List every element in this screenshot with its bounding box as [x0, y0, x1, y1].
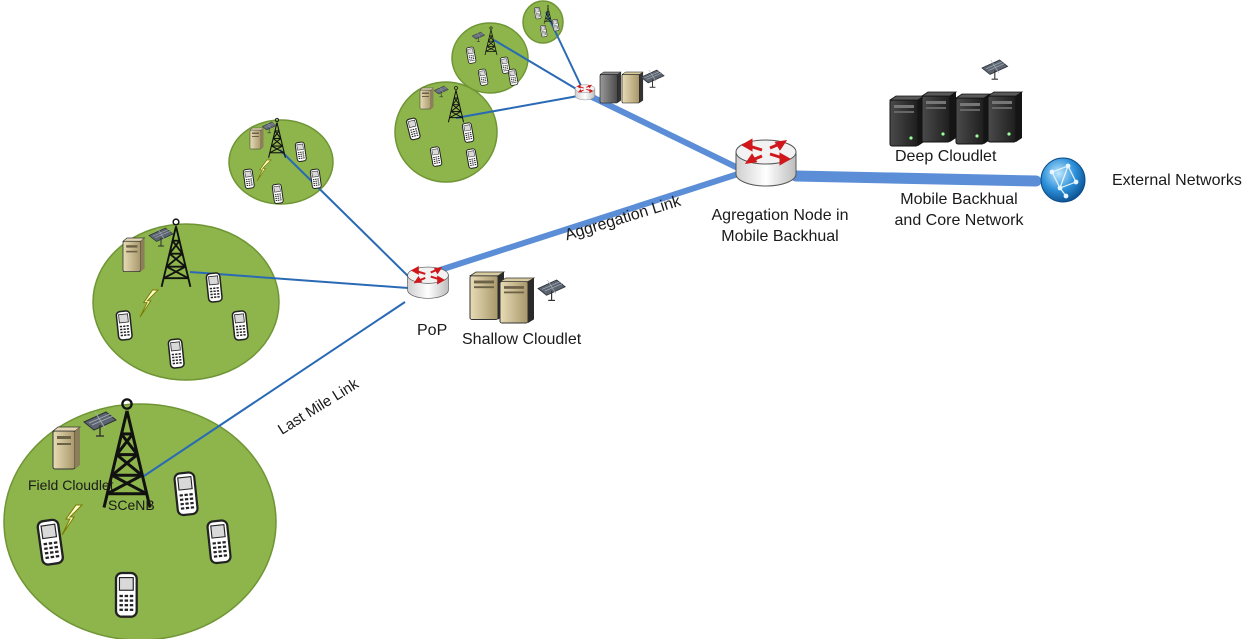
core-network-label-line2: and Core Network: [894, 212, 1024, 229]
pop-label: PoP: [417, 322, 448, 339]
mobile-phone-icon: [231, 309, 250, 342]
solar-panel-icon: [640, 69, 665, 88]
upper-router-node: [574, 69, 665, 104]
mobile-phone-icon: [35, 517, 65, 567]
aggregation-node-label-line1: Agregation Node in: [711, 207, 849, 224]
core-network-label-line1: Mobile Backhual: [900, 191, 1018, 208]
server-icon: [987, 91, 1023, 143]
scenb-label: SCeNB: [108, 497, 155, 513]
server-icon: [122, 237, 146, 273]
access-link-small-1: [279, 149, 413, 281]
external-networks-label: External Networks: [1112, 172, 1242, 189]
mobile-phone-icon: [271, 183, 285, 205]
mobile-phone-icon: [114, 571, 138, 618]
server-icon: [419, 87, 434, 110]
deep-cloudlet-label: Deep Cloudlet: [895, 148, 997, 165]
mobile-phone-icon: [172, 470, 200, 517]
access-link-small-4: [545, 11, 583, 89]
core-network-label: Mobile Backhual and Core Network: [884, 189, 1034, 231]
server-icon: [469, 271, 505, 320]
mobile-phone-icon: [115, 309, 134, 342]
access-links: [143, 11, 583, 477]
field-cloudlet-server-icon: [52, 426, 81, 470]
server-icon: [889, 95, 925, 147]
mobile-phone-icon: [167, 337, 186, 370]
server-icon: [955, 93, 991, 145]
last-mile-link: [143, 301, 406, 477]
router-icon: [574, 84, 596, 101]
server-icon: [599, 71, 622, 104]
server-icon: [621, 71, 644, 104]
aggregation-node-label-line2: Mobile Backhual: [721, 228, 839, 245]
aggregation-link: [437, 171, 741, 273]
backhaul-links: [437, 93, 1042, 273]
aggregation-router-icon: [734, 138, 798, 188]
server-icon: [499, 277, 535, 324]
access-link-small-2: [455, 95, 579, 119]
field-cloudlet-label: Field Cloudlet: [28, 477, 114, 493]
pop-router-icon: [406, 266, 450, 300]
shallow-cloudlet: [469, 271, 566, 324]
shallow-cloudlet-label: Shallow Cloudlet: [462, 331, 582, 348]
pop-node: [406, 266, 450, 300]
server-icon: [921, 91, 957, 143]
aggregation-node-label: Agregation Node in Mobile Backhual: [700, 205, 860, 247]
cell-area-small-4: [522, 0, 564, 44]
deep-cloudlet: [889, 59, 1023, 147]
access-link-small-3: [493, 39, 579, 91]
mobile-phone-icon: [205, 271, 224, 304]
server-icon: [249, 127, 264, 150]
core-network-link: [790, 170, 1042, 187]
globe-icon: [1040, 157, 1086, 203]
mobile-phone-icon: [309, 168, 323, 190]
aggregation-link-upper: [587, 93, 741, 171]
aggregation-node: [734, 138, 798, 188]
solar-panel-icon: [537, 279, 566, 301]
cell-areas: [3, 0, 564, 641]
mobile-phone-icon: [242, 168, 256, 190]
mobile-phone-icon: [205, 518, 233, 565]
cell-area-medium: [92, 223, 280, 381]
solar-panel-icon: [981, 59, 1009, 80]
access-link-medium: [189, 271, 409, 289]
mobile-phone-icon: [294, 141, 308, 163]
